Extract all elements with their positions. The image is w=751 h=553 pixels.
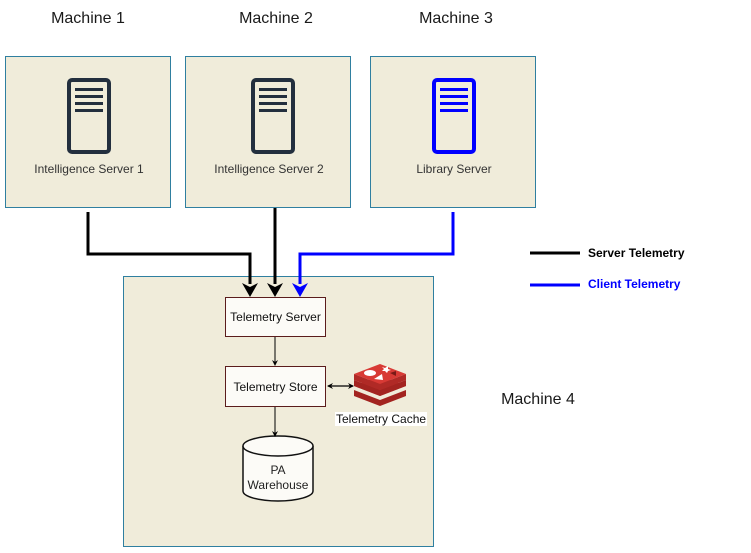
machine-1-label: Machine 1: [51, 10, 125, 27]
connector-is1-to-telemetry: [86, 212, 252, 284]
telemetry-store-node[interactable]: Telemetry Store: [225, 366, 326, 407]
machine-2-label: Machine 2: [239, 10, 313, 27]
legend-server-telemetry: Server Telemetry: [588, 246, 685, 260]
machine-3-box[interactable]: Library Server: [370, 56, 536, 208]
legend-client-telemetry: Client Telemetry: [588, 277, 681, 291]
pa-warehouse-label: PA Warehouse: [241, 463, 315, 493]
library-server-icon: [432, 78, 476, 154]
machine-3-label: Machine 3: [419, 10, 493, 27]
telemetry-cache-label: Telemetry Cache: [335, 412, 428, 426]
server-icon: [251, 78, 295, 154]
machine-2-box[interactable]: Intelligence Server 2: [185, 56, 351, 208]
intelligence-server-1-label: Intelligence Server 1: [34, 162, 144, 176]
connector-library-to-telemetry: [298, 212, 455, 284]
arrowhead: [267, 283, 283, 297]
library-server-label: Library Server: [416, 162, 492, 176]
arrowhead: [292, 283, 308, 297]
arrowhead: [242, 283, 258, 297]
pa-warehouse-cylinder[interactable]: [241, 434, 315, 504]
intelligence-server-2-label: Intelligence Server 2: [214, 162, 324, 176]
telemetry-server-node[interactable]: Telemetry Server: [225, 297, 326, 337]
warehouse-line-1: PA: [270, 463, 286, 477]
server-icon: [67, 78, 111, 154]
machine-1-box[interactable]: Intelligence Server 1: [5, 56, 171, 208]
warehouse-line-2: Warehouse: [247, 478, 309, 492]
redis-cache-icon: [354, 364, 406, 406]
machine-4-label: Machine 4: [501, 391, 575, 408]
